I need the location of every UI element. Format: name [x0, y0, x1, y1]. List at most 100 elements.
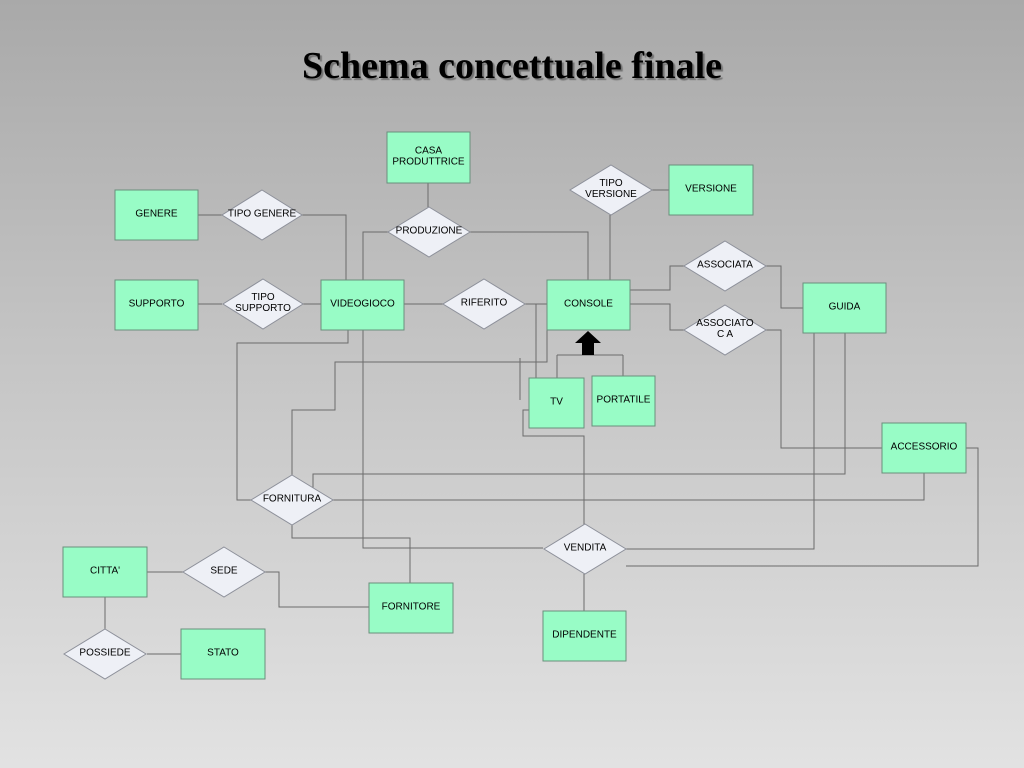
- connector-line: [302, 214, 347, 280]
- entity-versione-label: VERSIONE: [685, 184, 737, 195]
- connector-line: [362, 330, 543, 549]
- entity-supporto[interactable]: SUPPORTO: [114, 279, 199, 331]
- relationship-tipo-supporto-label: TIPO: [251, 292, 275, 303]
- relationship-vendita-diamond: [543, 523, 627, 575]
- entity-console-label: CONSOLE: [564, 299, 613, 310]
- relationship-produzione-diamond: [387, 206, 471, 258]
- relationship-vendita-label: VENDITA: [564, 543, 607, 554]
- relationship-associata[interactable]: ASSOCIATA: [683, 240, 767, 292]
- relationship-tipo-genere-diamond: [221, 189, 303, 241]
- connector-line: [630, 303, 685, 331]
- entity-supporto-box: [114, 279, 199, 331]
- entity-guida-label: GUIDA: [829, 302, 861, 313]
- connector-line: [291, 343, 364, 476]
- connector-line: [630, 265, 685, 291]
- relationship-possiede-label: POSSIEDE: [79, 648, 130, 659]
- entity-guida-box: [802, 282, 887, 334]
- entity-portatile[interactable]: PORTATILE: [591, 375, 656, 427]
- connector-line: [626, 447, 979, 567]
- entity-videogioco[interactable]: VIDEOGIOCO: [320, 279, 405, 331]
- relationship-tipo-versione-label: VERSIONE: [585, 189, 637, 200]
- relationship-produzione-label: PRODUZIONE: [396, 226, 463, 237]
- connector-line: [363, 330, 548, 363]
- relationship-possiede-diamond: [63, 628, 147, 680]
- entity-portatile-box: [591, 375, 656, 427]
- entity-casa-produttrice-label: CASA: [415, 146, 443, 157]
- entity-dipendente-label: DIPENDENTE: [552, 630, 617, 641]
- entity-console-box: [546, 279, 631, 331]
- entity-dipendente[interactable]: DIPENDENTE: [542, 610, 627, 662]
- entity-dipendente-box: [542, 610, 627, 662]
- relationship-sede-diamond: [182, 546, 266, 598]
- entity-supporto-label: SUPPORTO: [129, 299, 185, 310]
- relationship-tipo-genere-label: TIPO GENERE: [228, 209, 297, 220]
- relationship-riferito-label: RIFERITO: [461, 298, 508, 309]
- connector-line: [362, 231, 388, 280]
- relationship-riferito[interactable]: RIFERITO: [442, 278, 526, 330]
- page-title: Schema concettuale finale: [301, 45, 723, 87]
- relationship-tipo-versione-diamond: [569, 164, 653, 216]
- relationship-associato-ca-label: C A: [717, 329, 733, 340]
- generalization-arrow-icon: [575, 331, 601, 355]
- entity-genere-label: GENERE: [135, 209, 178, 220]
- entity-tv[interactable]: TV: [528, 377, 585, 429]
- entity-genere-box: [114, 189, 199, 241]
- connector-line: [291, 524, 411, 583]
- relationship-fornitura[interactable]: FORNITURA: [250, 474, 334, 526]
- relationship-fornitura-diamond: [250, 474, 334, 526]
- entity-tv-label: TV: [550, 397, 563, 408]
- entity-stato-box: [180, 628, 266, 680]
- relationship-fornitura-label: FORNITURA: [263, 494, 322, 505]
- connector-line: [236, 330, 349, 501]
- entity-casa-produttrice-box: [386, 131, 471, 184]
- entity-casa-produttrice-label: PRODUTTRICE: [392, 157, 465, 168]
- relationship-associata-diamond: [683, 240, 767, 292]
- entity-citta-label: CITTA': [90, 566, 120, 577]
- entity-stato[interactable]: STATO: [180, 628, 266, 680]
- relationship-tipo-genere[interactable]: TIPO GENERE: [221, 189, 303, 241]
- entity-versione[interactable]: VERSIONE: [668, 164, 754, 216]
- entity-portatile-label: PORTATILE: [597, 395, 651, 406]
- relationship-associata-label: ASSOCIATA: [697, 260, 753, 271]
- relationship-associato-ca-label: ASSOCIATO: [696, 318, 754, 329]
- relationship-tipo-supporto-diamond: [222, 278, 304, 330]
- entity-fornitore[interactable]: FORNITORE: [368, 582, 454, 634]
- entity-fornitore-box: [368, 582, 454, 634]
- entity-versione-box: [668, 164, 754, 216]
- entity-accessorio[interactable]: ACCESSORIO: [881, 422, 967, 474]
- relationship-riferito-diamond: [442, 278, 526, 330]
- entity-accessorio-box: [881, 422, 967, 474]
- entity-videogioco-label: VIDEOGIOCO: [330, 299, 395, 310]
- entity-accessorio-label: ACCESSORIO: [891, 442, 958, 453]
- connector-line: [312, 333, 846, 500]
- connector-line: [626, 333, 815, 550]
- relationship-sede[interactable]: SEDE: [182, 546, 266, 598]
- entity-stato-label: STATO: [207, 648, 239, 659]
- relationship-produzione[interactable]: PRODUZIONE: [387, 206, 471, 258]
- relationship-tipo-supporto-label: SUPPORTO: [235, 303, 291, 314]
- entity-citta-box: [62, 546, 148, 598]
- relationship-possiede[interactable]: POSSIEDE: [63, 628, 147, 680]
- entity-genere[interactable]: GENERE: [114, 189, 199, 241]
- relationship-vendita[interactable]: VENDITA: [543, 523, 627, 575]
- relationship-sede-label: SEDE: [210, 566, 238, 577]
- entity-guida[interactable]: GUIDA: [802, 282, 887, 334]
- connector-line: [265, 571, 369, 608]
- connector-line: [766, 265, 803, 309]
- entity-videogioco-box: [320, 279, 405, 331]
- entity-citta[interactable]: CITTA': [62, 546, 148, 598]
- connector-line: [333, 473, 925, 501]
- entity-fornitore-label: FORNITORE: [382, 602, 441, 613]
- entity-console[interactable]: CONSOLE: [546, 279, 631, 331]
- relationship-associato-ca-diamond: [683, 304, 767, 356]
- connector-line: [470, 231, 589, 280]
- entity-tv-box: [528, 377, 585, 429]
- relationship-tipo-versione-label: TIPO: [599, 178, 623, 189]
- connectors: [104, 183, 979, 655]
